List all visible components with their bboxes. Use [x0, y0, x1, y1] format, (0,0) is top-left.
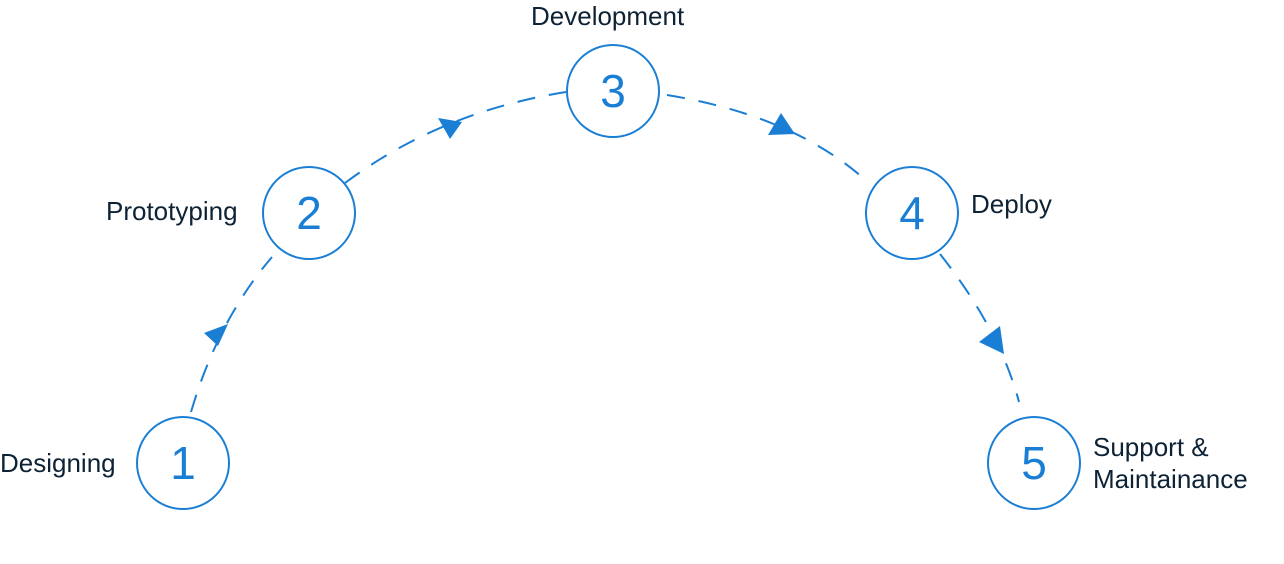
step-3-number: 3 — [600, 65, 626, 117]
step-4-number: 4 — [899, 187, 925, 239]
step-5-circle — [987, 416, 1081, 510]
step-4-label: Deploy — [971, 189, 1052, 219]
step-3: 3 Development — [531, 1, 685, 138]
step-3-label: Development — [531, 1, 685, 31]
step-2-label: Prototyping — [106, 196, 238, 226]
step-1-number: 1 — [170, 437, 196, 489]
step-5: 5 Support & Maintainance — [987, 416, 1248, 510]
step-1: 1 Designing — [0, 416, 230, 510]
connector-1-2 — [190, 256, 273, 413]
step-5-label-line-2: Maintainance — [1093, 464, 1248, 494]
step-3-circle — [566, 44, 660, 138]
step-5-label-line-1: Support & — [1093, 432, 1209, 462]
step-4: 4 Deploy — [865, 166, 1052, 260]
step-1-label: Designing — [0, 448, 116, 478]
step-2-circle — [262, 166, 356, 260]
arrow-icon-3-4 — [768, 113, 795, 135]
arrow-icon-4-5 — [979, 326, 1004, 354]
connector-4-5 — [939, 253, 1020, 403]
arrow-icon-1-2 — [204, 324, 228, 346]
step-2-number: 2 — [296, 187, 322, 239]
step-2: 2 Prototyping — [106, 166, 356, 260]
step-1-circle — [136, 416, 230, 510]
step-5-number: 5 — [1021, 437, 1047, 489]
connector-3-4 — [666, 94, 863, 178]
step-4-circle — [865, 166, 959, 260]
connector-2-3 — [344, 91, 567, 184]
arrow-icon-2-3 — [438, 118, 462, 139]
